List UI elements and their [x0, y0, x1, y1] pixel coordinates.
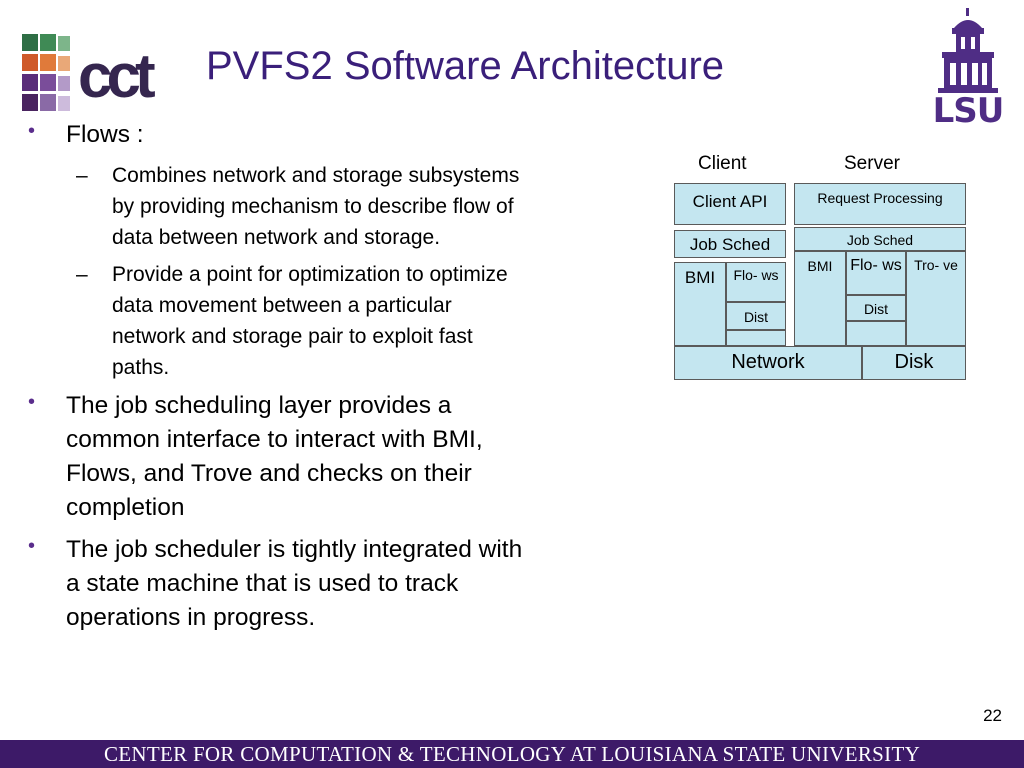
- network-box: Network: [674, 346, 862, 380]
- dash-icon: –: [76, 164, 88, 187]
- client-job-sched-box: Job Sched: [674, 230, 786, 258]
- dash-icon: –: [76, 263, 88, 286]
- server-flows-box: Flo- ws: [846, 251, 906, 295]
- bullet-text: Flows :: [66, 121, 144, 148]
- client-label: Client: [698, 153, 747, 174]
- page-number: 22: [983, 706, 1002, 725]
- cct-logo-grid: [22, 34, 70, 111]
- client-flows-box: Flo- ws: [726, 262, 786, 302]
- sub-bullet-text: Combines network and storage subsystems …: [112, 164, 520, 249]
- bullet-item: • Flows :: [24, 118, 524, 152]
- bullet-icon: •: [28, 535, 36, 557]
- lsu-tower-icon: [938, 8, 998, 93]
- cct-logo-text: cct: [78, 42, 156, 111]
- bullet-item: • The job scheduler is tightly integrate…: [24, 533, 524, 635]
- bullet-text: The job scheduler is tightly integrated …: [66, 536, 523, 631]
- bullet-item: • The job scheduling layer provides a co…: [24, 389, 524, 525]
- server-bmi-box: BMI: [794, 251, 846, 346]
- footer-bar: CENTER FOR COMPUTATION & TECHNOLOGY AT L…: [0, 740, 1024, 768]
- client-bmi-box: BMI: [674, 262, 726, 346]
- client-api-box: Client API: [674, 183, 786, 225]
- server-empty-box: [846, 321, 906, 346]
- server-dist-box: Dist: [846, 295, 906, 321]
- architecture-diagram: Client Server Client API Job Sched BMI F…: [674, 150, 966, 382]
- bullet-icon: •: [28, 120, 36, 142]
- lsu-logo-text: LSU: [932, 91, 1005, 131]
- client-empty-box: [726, 330, 786, 346]
- bullet-text: The job scheduling layer provides a comm…: [66, 392, 483, 521]
- client-dist-box: Dist: [726, 302, 786, 330]
- sub-bullet-item: – Combines network and storage subsystem…: [76, 160, 524, 253]
- sub-bullet-text: Provide a point for optimization to opti…: [112, 263, 508, 379]
- server-job-sched-box: Job Sched: [794, 227, 966, 251]
- bullet-list: • Flows : – Combines network and storage…: [24, 118, 524, 643]
- server-label: Server: [844, 153, 900, 174]
- footer-text: CENTER FOR COMPUTATION & TECHNOLOGY AT L…: [103, 742, 921, 766]
- slide-title: PVFS2 Software Architecture: [206, 44, 725, 88]
- cct-logo: cct: [22, 34, 182, 116]
- server-request-processing-box: Request Processing: [794, 183, 966, 225]
- disk-box: Disk: [862, 346, 966, 380]
- bullet-icon: •: [28, 391, 36, 413]
- sub-bullet-item: – Provide a point for optimization to op…: [76, 259, 524, 383]
- server-trove-box: Tro- ve: [906, 251, 966, 346]
- lsu-logo: LSU: [928, 6, 1008, 130]
